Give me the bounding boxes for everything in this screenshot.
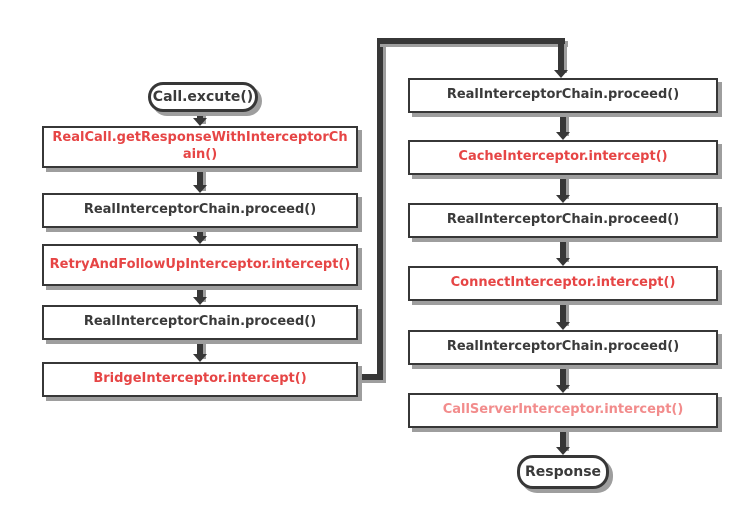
node-realinterceptorchain-proceed-4: RealInterceptorChain.proceed() [408,203,718,238]
arrowhead-down-icon [556,447,570,455]
node-retryandfollowupinterceptor-intercept: RetryAndFollowUpInterceptor.intercept() [42,244,358,286]
node-callserverinterceptor-intercept: CallServerInterceptor.intercept() [408,393,718,428]
node-realcall-getresponsewithinterceptorchain: RealCall.getResponseWithInterceptorChain… [42,126,358,168]
arrowhead-down-icon [554,70,568,78]
arrow-line [560,113,566,133]
arrow-line [560,301,566,323]
node-realinterceptorchain-proceed-2: RealInterceptorChain.proceed() [42,305,358,340]
node-connectinterceptor-intercept: ConnectInterceptor.intercept() [408,266,718,301]
arrowhead-down-icon [556,258,570,266]
connector-up [377,38,383,380]
arrow-line [560,238,566,259]
arrowhead-down-icon [556,195,570,203]
node-response: Response [517,455,609,489]
arrowhead-down-icon [193,118,207,126]
node-call-excute: Call.excute() [148,82,258,112]
arrow-line [560,428,566,448]
node-realinterceptorchain-proceed-1: RealInterceptorChain.proceed() [42,193,358,228]
node-bridgeinterceptor-intercept: BridgeInterceptor.intercept() [42,362,358,397]
arrowhead-down-icon [193,185,207,193]
arrow-line [197,111,203,121]
arrow-line [197,168,203,188]
arrow-line [197,286,203,299]
node-realinterceptorchain-proceed-3: RealInterceptorChain.proceed() [408,78,718,113]
arrowhead-down-icon [556,385,570,393]
arrow-line [560,365,566,386]
arrowhead-down-icon [193,236,207,244]
connector-bridge-out [356,374,383,380]
connector-into-right-column [558,44,564,70]
arrow-line [197,228,203,238]
node-realinterceptorchain-proceed-5: RealInterceptorChain.proceed() [408,330,718,365]
arrowhead-down-icon [556,322,570,330]
arrow-line [560,175,566,196]
connector-across-top [377,38,565,44]
arrowhead-down-icon [193,297,207,305]
arrowhead-down-icon [556,132,570,140]
node-cacheinterceptor-intercept: CacheInterceptor.intercept() [408,140,718,175]
arrowhead-down-icon [193,354,207,362]
arrow-line [197,340,203,356]
